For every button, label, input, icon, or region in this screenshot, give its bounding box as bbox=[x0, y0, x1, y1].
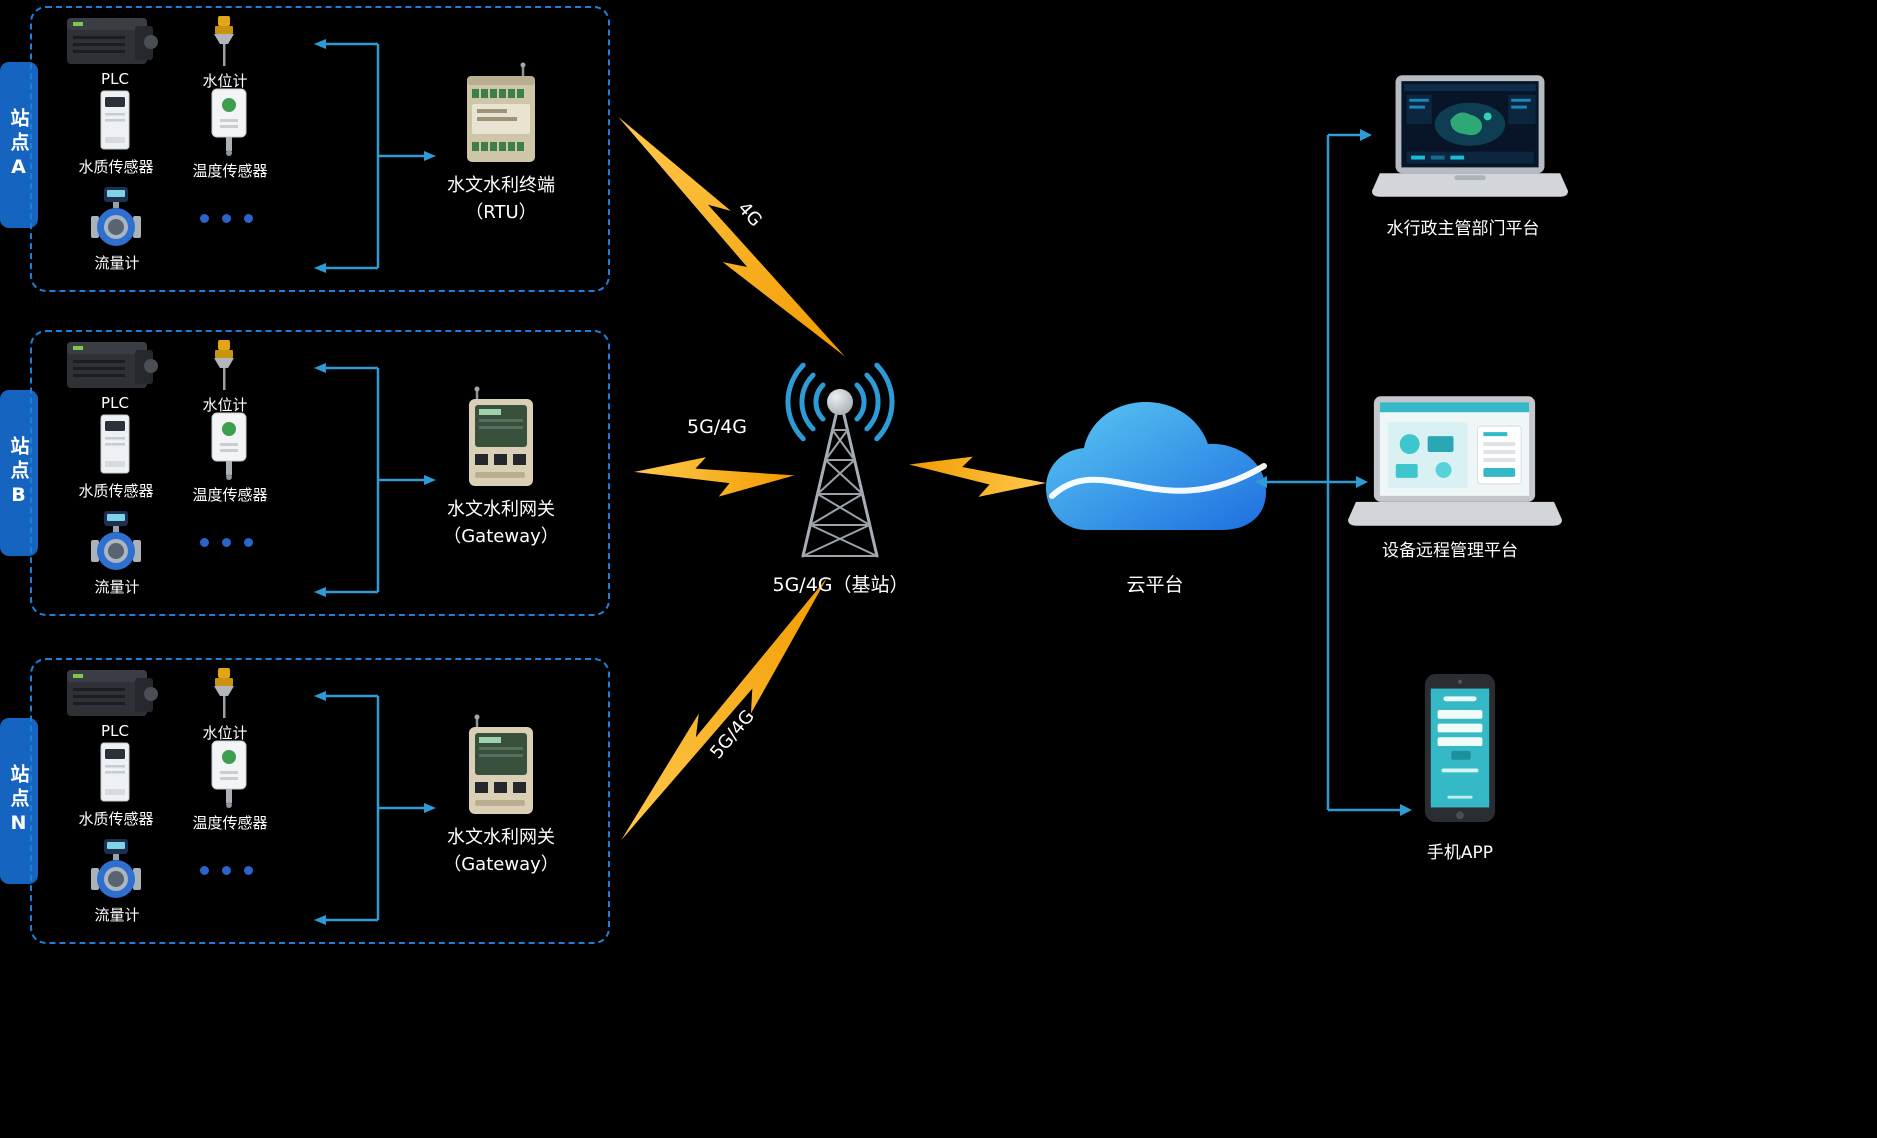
sensor-bus-arrows bbox=[314, 691, 436, 925]
plc-label: PLC bbox=[101, 394, 129, 412]
plc-label: PLC bbox=[101, 70, 129, 88]
lightning-bolt-cloud-icon bbox=[905, 442, 1049, 512]
gateway-icon bbox=[457, 386, 545, 488]
water-quality-label: 水质传感器 bbox=[78, 810, 154, 828]
temperature-label: 温度传感器 bbox=[192, 814, 268, 832]
water-level-label: 水位计 bbox=[202, 724, 248, 742]
station-a-box: PLC 水位计 水质传感器 温度传感器 流量计 水文水利终端 （RTU） bbox=[30, 6, 610, 292]
device-type: （Gateway） bbox=[443, 854, 559, 875]
station-n-device-label: 水文水利网关 （Gateway） bbox=[387, 824, 615, 878]
remote-management-laptop-icon bbox=[1348, 396, 1562, 528]
temperature-label: 温度传感器 bbox=[192, 162, 268, 180]
lightning-bolt-n-icon bbox=[603, 569, 851, 853]
plc-icon bbox=[65, 12, 160, 70]
temperature-sensor-icon bbox=[204, 736, 254, 810]
more-sensors-ellipsis bbox=[200, 214, 253, 223]
device-type: （Gateway） bbox=[443, 526, 559, 547]
water-quality-label: 水质传感器 bbox=[78, 158, 154, 176]
mobile-app-label: 手机APP bbox=[1426, 843, 1494, 863]
cell-tower-icon bbox=[745, 358, 935, 563]
tower-label: 5G/4G（基站） bbox=[772, 574, 909, 596]
gateway-icon bbox=[457, 714, 545, 816]
plc-icon bbox=[65, 336, 160, 394]
flow-meter-label: 流量计 bbox=[94, 578, 140, 596]
water-level-sensor-icon bbox=[194, 338, 254, 392]
rtu-icon bbox=[457, 62, 545, 164]
station-b-box: PLC 水位计 水质传感器 温度传感器 流量计 水文水利网关 （Gateway） bbox=[30, 330, 610, 616]
sensor-bus-arrows bbox=[314, 39, 436, 273]
mobile-phone-icon bbox=[1422, 672, 1498, 824]
water-level-sensor-icon bbox=[194, 666, 254, 720]
more-sensors-ellipsis bbox=[200, 866, 253, 875]
water-quality-sensor-icon bbox=[95, 412, 135, 478]
lightning-bolt-a-icon bbox=[603, 101, 855, 377]
temperature-label: 温度传感器 bbox=[192, 486, 268, 504]
water-level-label: 水位计 bbox=[202, 72, 248, 90]
plc-icon bbox=[65, 664, 160, 722]
flow-meter-icon bbox=[90, 838, 142, 900]
water-quality-sensor-icon bbox=[95, 88, 135, 154]
device-name: 水文水利网关 bbox=[447, 499, 555, 520]
flow-meter-label: 流量计 bbox=[94, 254, 140, 272]
cloud-icon bbox=[1042, 392, 1272, 552]
lightning-bolt-b-icon bbox=[632, 449, 795, 505]
flow-meter-icon bbox=[90, 186, 142, 248]
sensor-bus-arrows bbox=[314, 363, 436, 597]
device-name: 水文水利网关 bbox=[447, 827, 555, 848]
water-level-label: 水位计 bbox=[202, 396, 248, 414]
station-a-device-label: 水文水利终端 （RTU） bbox=[387, 172, 615, 226]
gov-platform-label: 水行政主管部门平台 bbox=[1386, 219, 1540, 239]
temperature-sensor-icon bbox=[204, 84, 254, 158]
remote-management-label: 设备远程管理平台 bbox=[1382, 541, 1518, 561]
cloud-label: 云平台 bbox=[1126, 574, 1184, 596]
device-name: 水文水利终端 bbox=[447, 175, 555, 196]
water-quality-label: 水质传感器 bbox=[78, 482, 154, 500]
water-level-sensor-icon bbox=[194, 14, 254, 68]
water-quality-sensor-icon bbox=[95, 740, 135, 806]
more-sensors-ellipsis bbox=[200, 538, 253, 547]
device-type: （RTU） bbox=[465, 202, 537, 223]
temperature-sensor-icon bbox=[204, 408, 254, 482]
link-label-station-b: 5G/4G bbox=[686, 416, 748, 438]
station-b-device-label: 水文水利网关 （Gateway） bbox=[387, 496, 615, 550]
station-n-box: PLC 水位计 水质传感器 温度传感器 流量计 水文水利网关 （Gateway） bbox=[30, 658, 610, 944]
flow-meter-icon bbox=[90, 510, 142, 572]
gov-platform-laptop-icon bbox=[1372, 74, 1568, 200]
plc-label: PLC bbox=[101, 722, 129, 740]
flow-meter-label: 流量计 bbox=[94, 906, 140, 924]
